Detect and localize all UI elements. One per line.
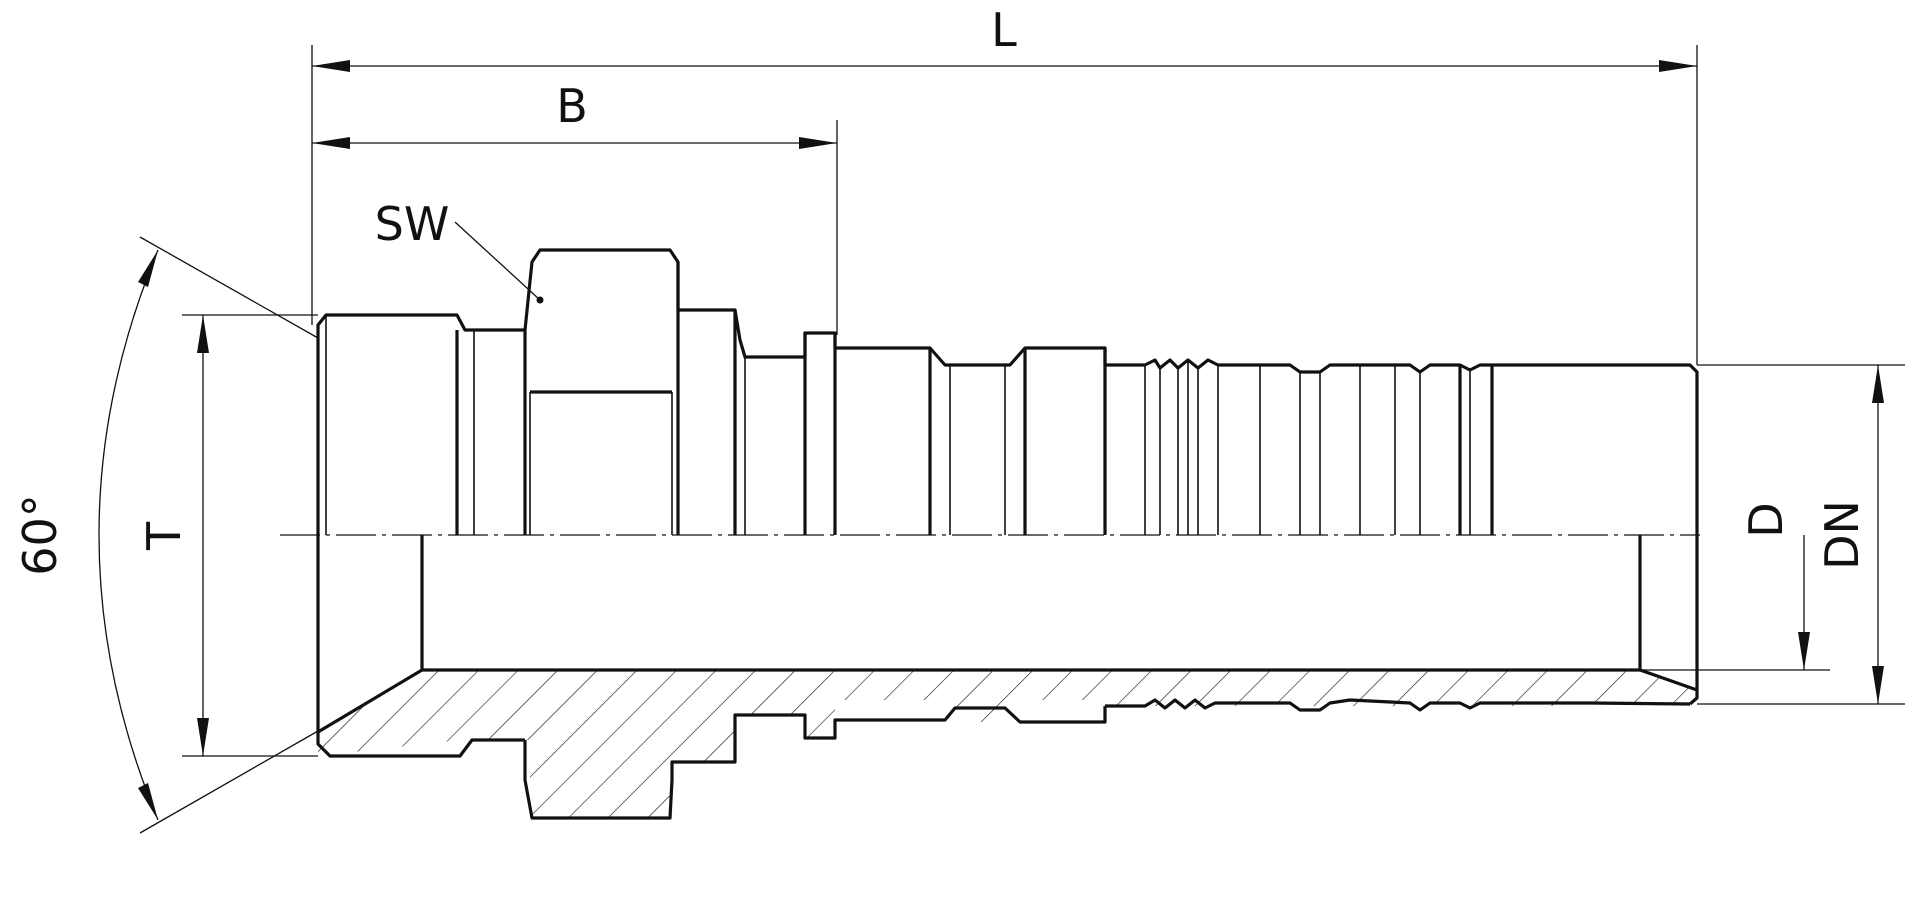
dimension-label-sw: SW xyxy=(375,197,450,251)
dimension-t: T xyxy=(137,314,318,757)
fitting-outline-top xyxy=(316,248,1699,706)
dimension-label-b: B xyxy=(556,79,588,133)
dimension-d-dn: D DN xyxy=(1640,364,1905,705)
dimension-label-60deg: 60° xyxy=(13,494,67,576)
dimension-l: L xyxy=(311,3,1698,365)
dimension-cone-angle: 60° xyxy=(13,236,319,834)
dimension-label-dn: DN xyxy=(1815,500,1869,570)
dimension-label-d: D xyxy=(1739,502,1793,537)
dimension-label-l: L xyxy=(991,3,1017,57)
dimension-sw: SW xyxy=(375,197,544,304)
section-hatch xyxy=(318,670,1697,818)
fitting-outline-bottom xyxy=(316,535,1698,820)
dimension-b: B xyxy=(312,79,838,335)
dimension-label-t: T xyxy=(137,521,191,551)
